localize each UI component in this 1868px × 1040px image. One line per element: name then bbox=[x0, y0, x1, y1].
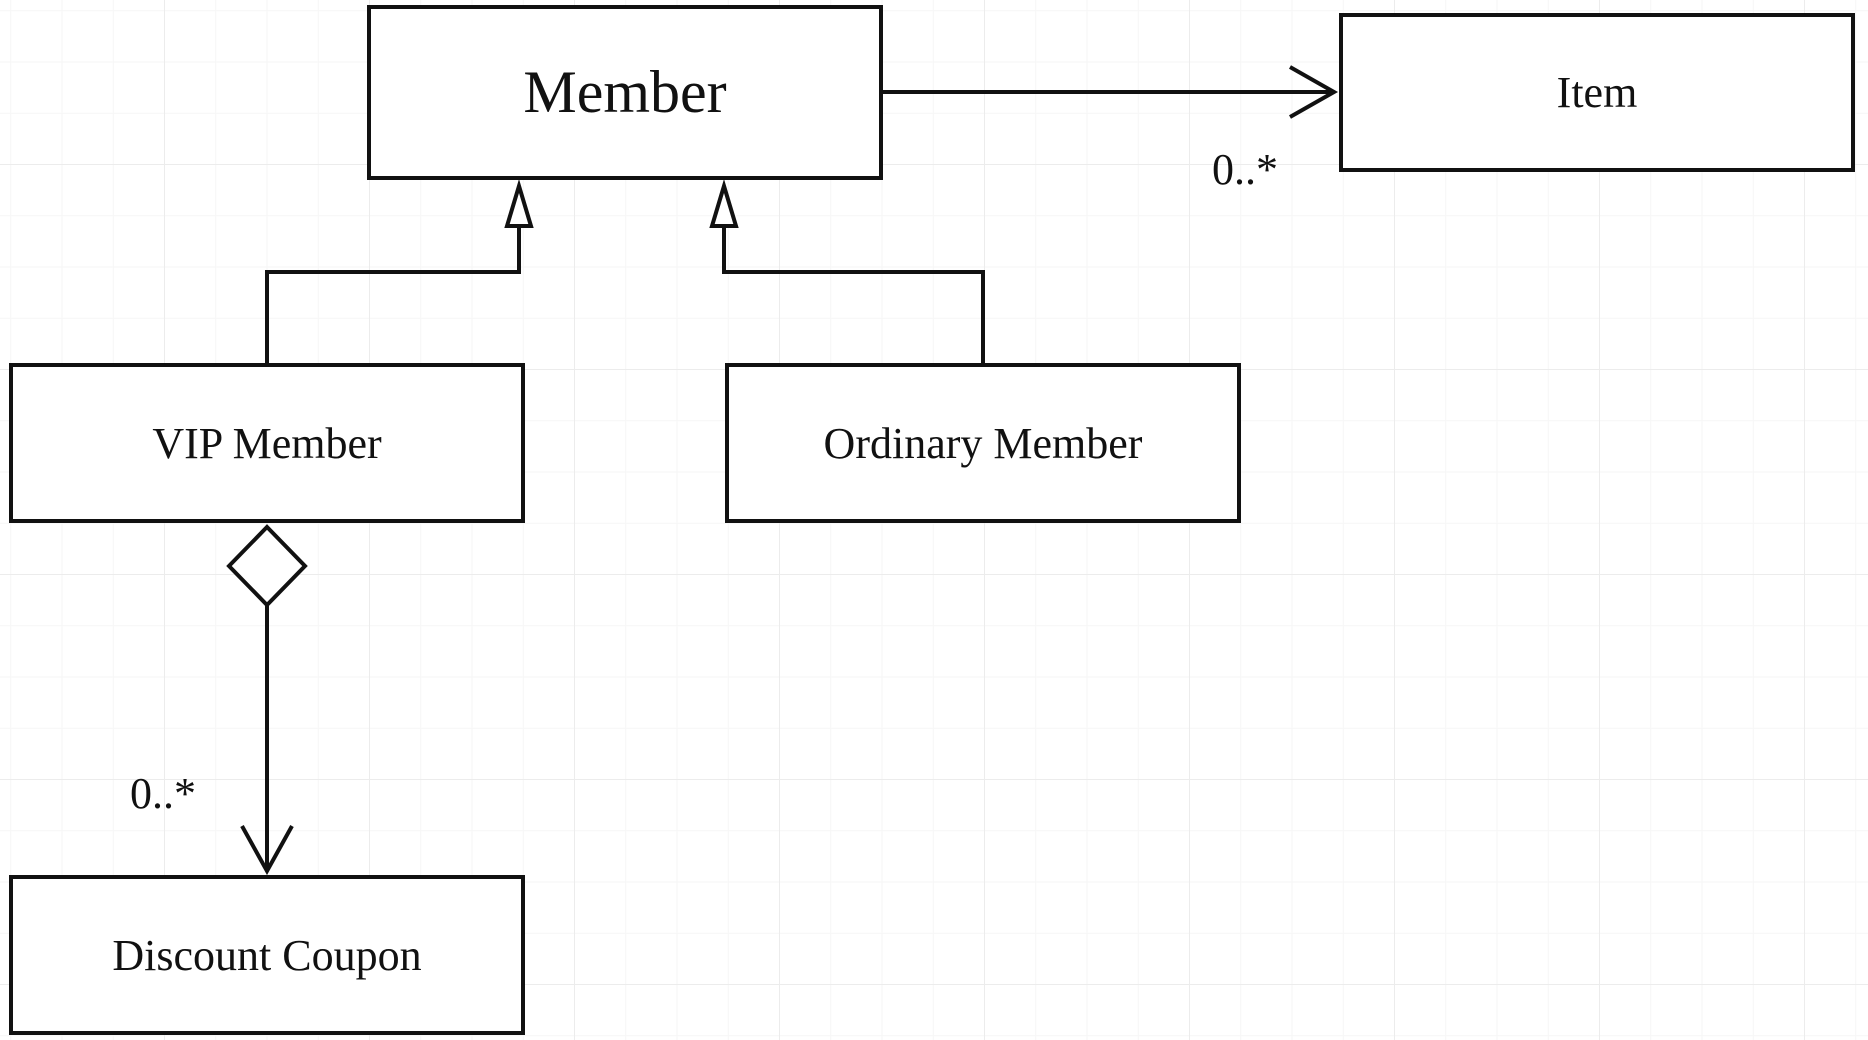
class-discount-coupon[interactable]: Discount Coupon bbox=[9, 875, 525, 1035]
multiplicity-member-item: 0..* bbox=[1212, 145, 1278, 194]
edge-ordinary-member-generalization bbox=[709, 179, 985, 364]
class-ordinary-member[interactable]: Ordinary Member bbox=[725, 363, 1241, 523]
class-member[interactable]: Member bbox=[367, 5, 883, 180]
class-ordinary-member-label: Ordinary Member bbox=[823, 418, 1143, 468]
class-discount-coupon-label: Discount Coupon bbox=[112, 930, 422, 980]
class-item[interactable]: Item bbox=[1339, 13, 1855, 172]
class-vip-member-label: VIP Member bbox=[152, 418, 382, 468]
multiplicity-vip-coupon: 0..* bbox=[130, 769, 196, 818]
class-member-label: Member bbox=[523, 59, 727, 125]
edge-vip-member-generalization bbox=[265, 179, 534, 364]
class-vip-member[interactable]: VIP Member bbox=[9, 363, 525, 523]
edge-vip-coupon-aggregation bbox=[226, 524, 308, 876]
class-item-label: Item bbox=[1556, 68, 1638, 117]
edge-member-item-association bbox=[882, 65, 1339, 119]
aggregation-diamond-icon bbox=[226, 524, 308, 608]
